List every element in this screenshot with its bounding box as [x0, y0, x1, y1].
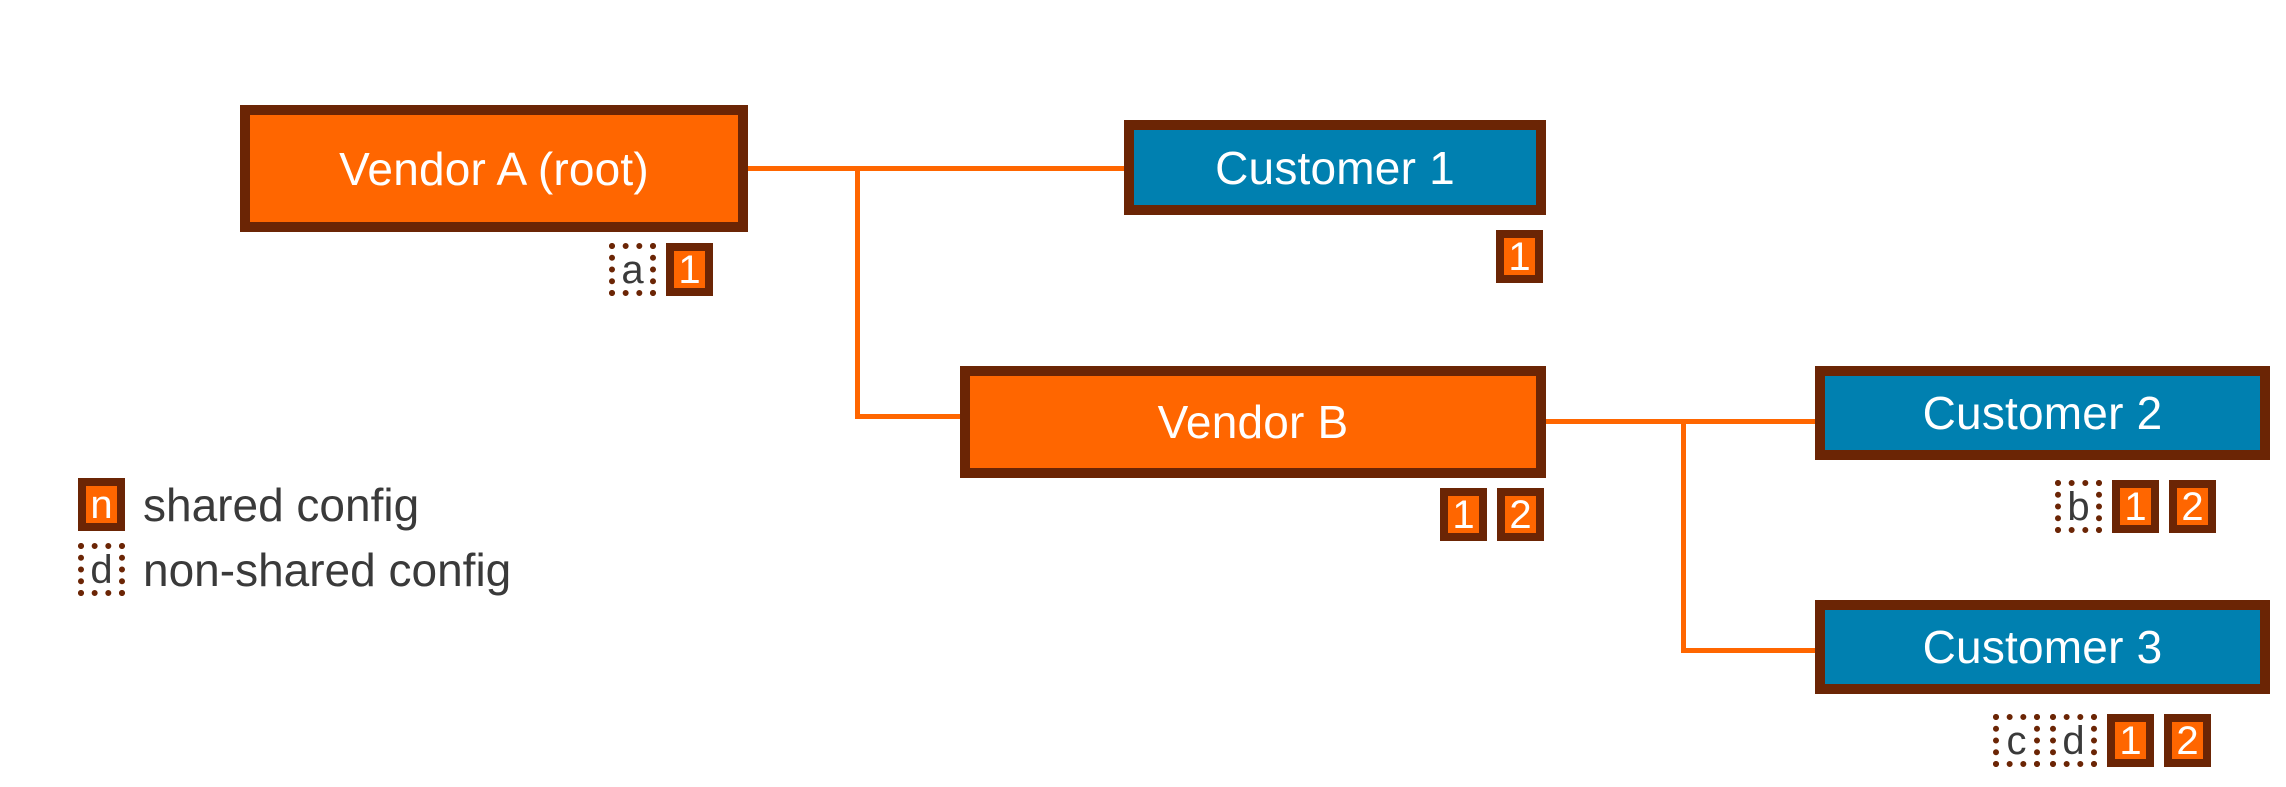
- badge-non-shared-config[interactable]: a: [609, 243, 656, 296]
- node-customer-3-label: Customer 3: [1922, 621, 2163, 673]
- badge-shared-config[interactable]: 1: [2112, 480, 2159, 533]
- legend-item-shared-config: n shared config: [78, 478, 511, 531]
- badge-shared-config[interactable]: 1: [1440, 488, 1487, 541]
- legend-label-shared-config: shared config: [143, 478, 420, 531]
- node-customer-1-label: Customer 1: [1215, 141, 1455, 194]
- badge-non-shared-config[interactable]: d: [2050, 714, 2097, 767]
- badge-row-vendor-b: 1 2: [1440, 488, 1544, 541]
- node-vendor-b[interactable]: Vendor B: [960, 366, 1546, 478]
- edge-vendor-b-to-customer-3: [1681, 648, 1821, 653]
- node-vendor-a-label: Vendor A (root): [339, 142, 649, 195]
- edge-vendor-b-to-customer-2: [1681, 419, 1821, 424]
- badge-row-customer-3: c d 1 2: [1993, 714, 2211, 767]
- legend-item-non-shared-config: d non-shared config: [78, 543, 511, 596]
- edge-vendor-a-stub: [748, 166, 860, 171]
- badge-shared-config[interactable]: 2: [2164, 714, 2211, 767]
- edge-vendor-a-vertical: [855, 166, 860, 418]
- node-vendor-a[interactable]: Vendor A (root): [240, 105, 748, 232]
- legend-badge-shared-config: n: [78, 478, 125, 531]
- badge-shared-config[interactable]: 1: [2107, 714, 2154, 767]
- badge-row-customer-2: b 1 2: [2055, 480, 2216, 533]
- badge-shared-config[interactable]: 2: [2169, 480, 2216, 533]
- edge-vendor-a-to-vendor-b: [855, 414, 963, 419]
- badge-row-vendor-a: a 1: [609, 243, 713, 296]
- badge-row-customer-1: 1: [1496, 230, 1543, 283]
- node-customer-2-label: Customer 2: [1922, 387, 2163, 439]
- badge-non-shared-config[interactable]: c: [1993, 714, 2040, 767]
- legend-label-non-shared-config: non-shared config: [143, 543, 512, 596]
- node-customer-3[interactable]: Customer 3: [1815, 600, 2270, 694]
- badge-shared-config[interactable]: 1: [666, 243, 713, 296]
- badge-shared-config[interactable]: 1: [1496, 230, 1543, 283]
- edge-vendor-b-stub: [1546, 419, 1686, 424]
- legend: n shared config d non-shared config: [78, 478, 511, 596]
- node-vendor-b-label: Vendor B: [1157, 396, 1349, 448]
- node-customer-2[interactable]: Customer 2: [1815, 366, 2270, 460]
- badge-non-shared-config[interactable]: b: [2055, 480, 2102, 533]
- badge-shared-config[interactable]: 2: [1497, 488, 1544, 541]
- legend-badge-non-shared-config: d: [78, 543, 125, 596]
- node-customer-1[interactable]: Customer 1: [1124, 120, 1546, 215]
- edge-vendor-b-vertical: [1681, 419, 1686, 653]
- edge-vendor-a-to-customer-1: [855, 166, 1127, 171]
